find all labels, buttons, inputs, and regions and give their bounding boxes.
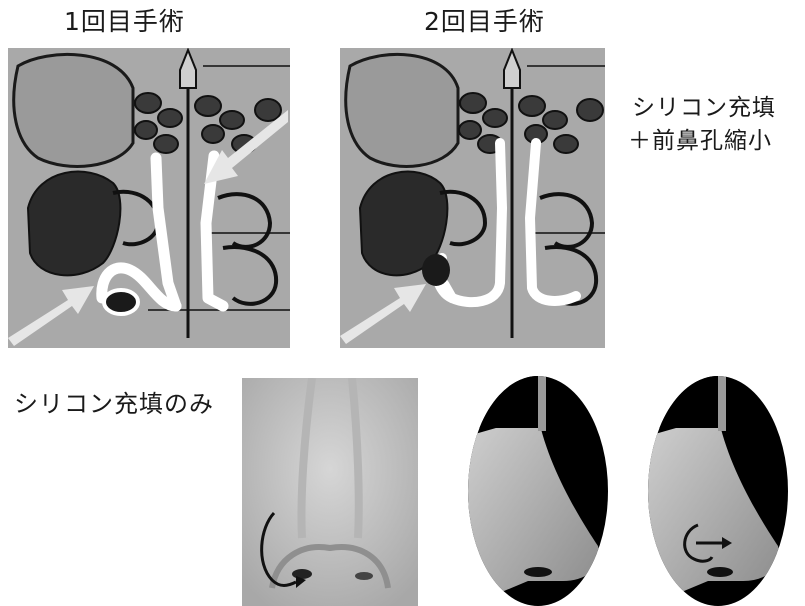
first-surgery-illustration: [8, 48, 290, 348]
second-surgery-caption: シリコン充填 ＋前鼻孔縮小: [632, 92, 776, 159]
second-surgery-label: 2回目手術: [424, 9, 545, 34]
nose-photo-oblique-after: [648, 376, 788, 606]
arrow-icon: [340, 276, 430, 346]
first-surgery-label: 1回目手術: [64, 9, 185, 34]
caption-nostril-reduction: ＋前鼻孔縮小: [628, 125, 776, 158]
arrow-icon: [8, 278, 98, 348]
arrow-icon: [198, 108, 288, 188]
first-surgery-caption: シリコン充填のみ: [14, 392, 214, 416]
nose-photo-oblique-before: [468, 376, 608, 606]
second-surgery-illustration: [340, 48, 605, 348]
curved-arrow-icon: [676, 521, 736, 571]
curved-arrow-icon: [252, 508, 312, 598]
caption-silicone-filling: シリコン充填: [632, 92, 776, 125]
nose-photo-frontal: [242, 378, 418, 606]
